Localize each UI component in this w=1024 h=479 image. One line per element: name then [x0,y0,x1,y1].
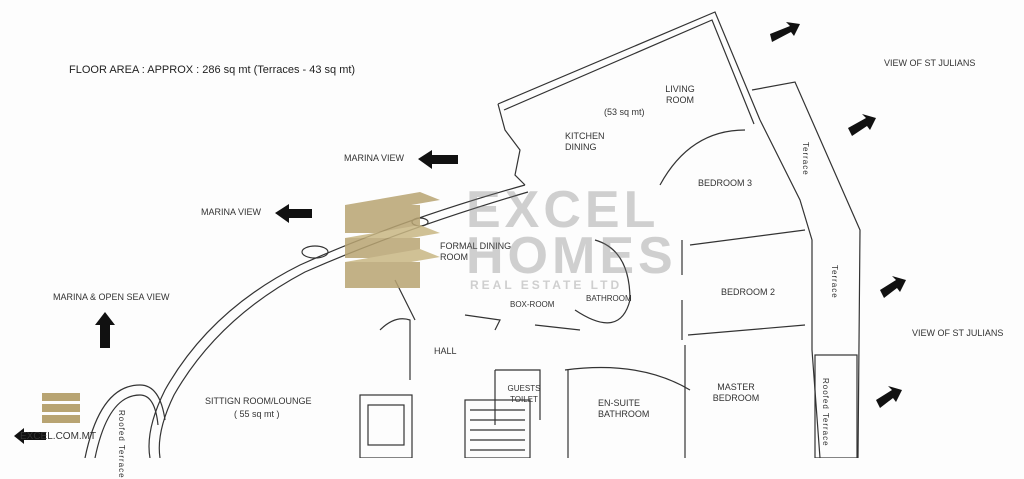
marina-view-1: MARINA VIEW [344,153,405,163]
arrow-marina-view-1 [418,150,458,169]
box-room-wall [464,314,501,331]
roofed-terrace-round [84,384,166,458]
view-st-julians-top: VIEW OF ST JULIANS [884,58,976,68]
terrace-outer-wall [751,81,861,458]
sitting-room-area: ( 55 sq mt ) [234,409,280,419]
view-arrows [14,22,906,444]
ensuite-curve-wall [564,366,691,391]
bathroom-curve [574,239,631,324]
kitchen-bay-window [497,103,526,186]
curved-facade-inner [158,191,529,458]
bedroom2-label: BEDROOM 2 [721,287,776,297]
bedroom3-wall [659,129,746,186]
arrow-upper-right-1 [770,22,800,42]
guests-toilet-label: GUESTS TOILET [507,384,541,404]
watermark-homes: HOMES [466,227,677,285]
stair-block [464,399,531,458]
footer-logo-mark [42,393,80,423]
bedroom3-lower-wall [689,229,806,246]
living-room-outer-wall-inner [503,19,755,125]
hall-left-wall [379,318,411,380]
lift-shaft [359,394,413,458]
arrow-bottom-left [14,428,46,444]
box-room-label: BOX-ROOM [510,300,555,309]
ensuite-bathroom-label: EN-SUITE BATHROOM [598,398,650,419]
box-room-lower [534,324,581,331]
roofed-terrace-right-label: Roofed Terrace [821,378,830,447]
excel-homes-logo-mark [345,192,440,288]
bathroom-label: BATHROOM [586,294,632,303]
marina-open-sea-view: MARINA & OPEN SEA VIEW [53,292,170,302]
stair-treads [470,409,525,451]
terrace-mid-label: Terrace [830,265,839,299]
formal-dining-label: FORMAL DINING ROOM [440,241,512,262]
living-room-area: (53 sq mt) [604,107,645,117]
roofed-terrace-round-inner [94,394,159,458]
roofed-terrace-right [814,354,858,458]
footer-logo-text: EXCEL.COM.MT [20,431,97,442]
kitchen-dining-label: KITCHEN DINING [565,131,605,152]
bedroom3-label: BEDROOM 3 [698,178,753,188]
roofed-terrace-left-label: Roofed Terrace [117,410,126,479]
living-room-label: LIVING ROOM [665,84,695,105]
guests-toilet-wall [495,369,541,420]
watermark-excel: EXCEL [466,181,660,239]
sitting-room-label: SITTIGN ROOM/LOUNGE [205,396,312,406]
marina-view-2: MARINA VIEW [201,207,262,217]
bedroom2-lower-wall [687,324,806,336]
arrow-upper-right-2 [848,114,876,136]
living-room-outer-wall [497,11,761,121]
terrace-upper-label: Terrace [801,142,810,176]
hall-label: HALL [434,346,457,356]
lift-car [367,404,405,446]
arrow-marina-view-2 [275,204,312,223]
floor-plan-drawing [14,11,906,458]
watermark-real-estate: REAL ESTATE LTD [470,278,623,292]
master-bedroom-label: MASTER BEDROOM [712,382,760,403]
arrow-right-low [876,386,902,408]
floor-area-title: FLOOR AREA : APPROX : 286 sq mt (Terrace… [69,64,356,76]
bay-window-1 [301,245,329,259]
arrow-right-mid [880,276,906,298]
view-st-julians-right: VIEW OF ST JULIANS [912,328,1004,338]
arrow-open-sea [95,312,115,348]
